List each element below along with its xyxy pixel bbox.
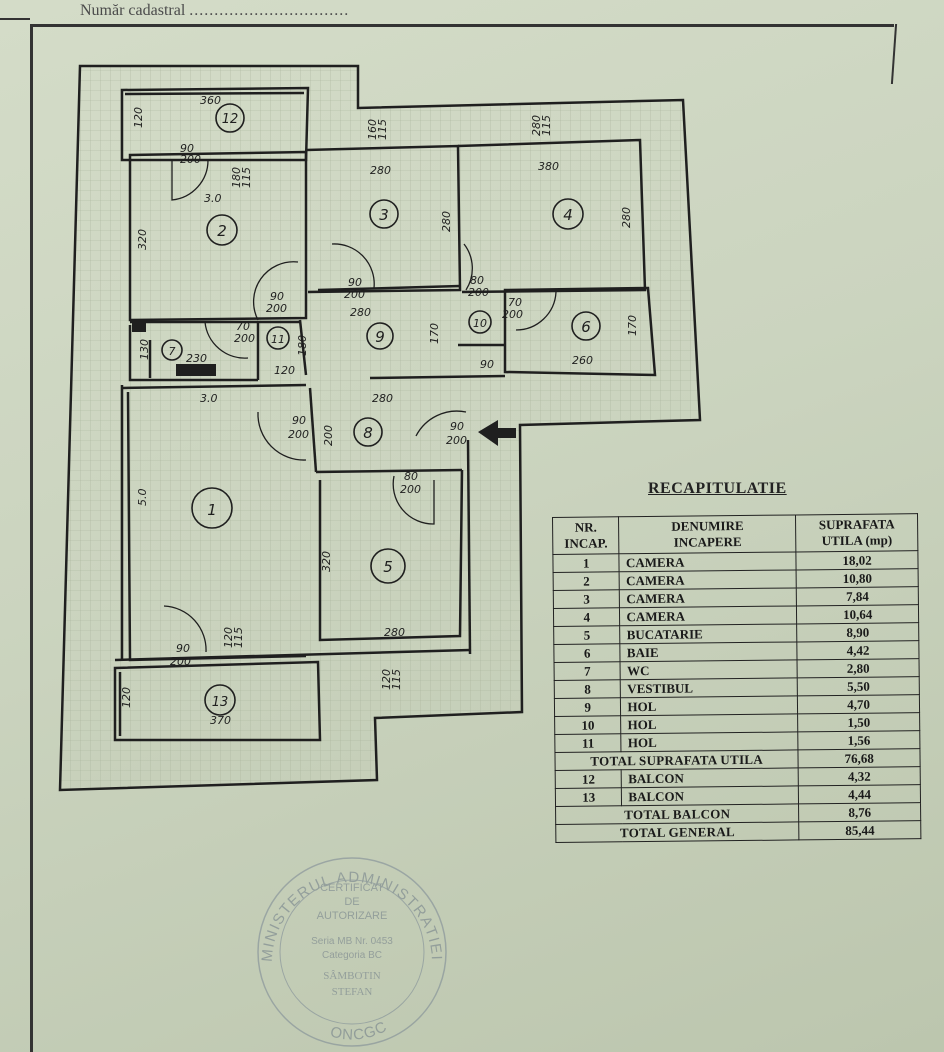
svg-text:200: 200: [266, 302, 287, 315]
room-label: 3: [379, 206, 389, 224]
svg-text:280: 280: [530, 115, 543, 136]
room-label: 5: [383, 558, 393, 576]
frame-top: [30, 24, 894, 27]
svg-text:280: 280: [372, 392, 393, 405]
svg-text:90: 90: [348, 276, 362, 289]
svg-text:200: 200: [322, 425, 335, 446]
svg-text:200: 200: [446, 434, 467, 447]
svg-text:90: 90: [480, 358, 494, 371]
svg-text:70: 70: [508, 296, 522, 309]
door-swings: [163, 159, 557, 653]
svg-text:200: 200: [344, 288, 365, 301]
svg-text:180: 180: [230, 167, 243, 188]
svg-text:90: 90: [292, 414, 306, 427]
dimension-labels: 360 120 90 200 3.0 180 115 320 160 115 2…: [120, 94, 639, 727]
svg-text:115: 115: [376, 119, 389, 140]
room-label: 9: [375, 328, 385, 346]
fixtures: [132, 320, 216, 376]
svg-text:200: 200: [170, 655, 191, 668]
svg-text:115: 115: [232, 627, 245, 648]
svg-text:3.0: 3.0: [200, 392, 218, 405]
room-label: 4: [563, 206, 573, 224]
svg-text:200: 200: [502, 308, 523, 321]
stamp-ring: MINISTERUL ADMINISTRATIEI PUBLICE ONCGC: [250, 852, 447, 1047]
walls: [113, 86, 657, 742]
svg-text:90: 90: [176, 642, 190, 655]
sheet-border: [0, 18, 30, 20]
svg-text:370: 370: [210, 714, 231, 727]
svg-text:320: 320: [136, 229, 149, 250]
svg-text:180: 180: [296, 335, 309, 356]
stamp-ring-bottom: ONCGC: [329, 1018, 390, 1044]
svg-text:230: 230: [186, 352, 207, 365]
svg-text:5.0: 5.0: [136, 489, 149, 507]
room-label: 11: [271, 333, 285, 346]
svg-text:170: 170: [428, 323, 441, 344]
svg-text:115: 115: [540, 115, 553, 136]
room-label: 12: [222, 112, 239, 127]
svg-text:380: 380: [538, 160, 559, 173]
svg-text:90: 90: [450, 420, 464, 433]
svg-text:90: 90: [180, 142, 194, 155]
stamp-text: STEFAN: [331, 986, 373, 998]
svg-text:70: 70: [236, 320, 250, 333]
stamp-text: Categoria BC: [321, 950, 383, 961]
stamp-text: Seria MB Nr. 0453: [311, 936, 393, 947]
svg-text:3.0: 3.0: [204, 192, 222, 205]
room-label: 13: [212, 695, 229, 710]
svg-text:120: 120: [120, 687, 133, 708]
cadastral-number-label: Număr cadastral ........................…: [80, 2, 350, 19]
svg-text:260: 260: [572, 354, 593, 367]
stamp-text: DE: [344, 896, 360, 908]
svg-text:120: 120: [380, 669, 393, 690]
svg-text:280: 280: [440, 211, 453, 232]
recap-title: RECAPITULATIE: [648, 480, 787, 497]
room-label: 2: [217, 222, 227, 240]
room-label: 6: [581, 318, 591, 336]
room-label: 10: [473, 317, 487, 330]
svg-text:120: 120: [222, 627, 235, 648]
room-labels: 1 2 3 4 5 6 7 8 9 10 11 12 13: [169, 112, 591, 710]
svg-text:280: 280: [350, 306, 371, 319]
svg-text:80: 80: [470, 274, 484, 287]
stamp-text: SÂMBOTIN: [323, 970, 381, 982]
svg-text:130: 130: [138, 339, 151, 360]
svg-text:90: 90: [270, 290, 284, 303]
svg-text:200: 200: [468, 286, 489, 299]
svg-text:80: 80: [404, 470, 418, 483]
room-label: 1: [207, 501, 217, 519]
svg-text:115: 115: [390, 669, 403, 690]
room-label: 7: [169, 345, 176, 358]
svg-text:200: 200: [288, 428, 309, 441]
svg-text:200: 200: [400, 483, 421, 496]
entrance-arrow-icon: [478, 420, 516, 446]
authorization-stamp: MINISTERUL ADMINISTRATIEI PUBLICE ONCGC …: [250, 852, 454, 1048]
svg-text:160: 160: [366, 119, 379, 140]
svg-text:280: 280: [370, 164, 391, 177]
svg-text:280: 280: [384, 626, 405, 639]
frame-left: [30, 24, 33, 1052]
room-label: 8: [363, 424, 373, 442]
svg-text:200: 200: [180, 153, 201, 166]
svg-text:360: 360: [200, 94, 221, 107]
plan-outline: [58, 64, 702, 792]
stamp-text: CERTIFICAT: [320, 882, 384, 894]
svg-text:120: 120: [274, 364, 295, 377]
svg-text:320: 320: [320, 551, 333, 572]
svg-text:280: 280: [620, 207, 633, 228]
svg-text:170: 170: [626, 315, 639, 336]
svg-text:ONCGC: ONCGC: [329, 1018, 391, 1044]
stamp-text: AUTORIZARE: [316, 910, 388, 922]
room-circles: [161, 103, 601, 716]
svg-text:200: 200: [234, 332, 255, 345]
svg-text:115: 115: [240, 167, 253, 188]
svg-text:120: 120: [132, 107, 145, 128]
